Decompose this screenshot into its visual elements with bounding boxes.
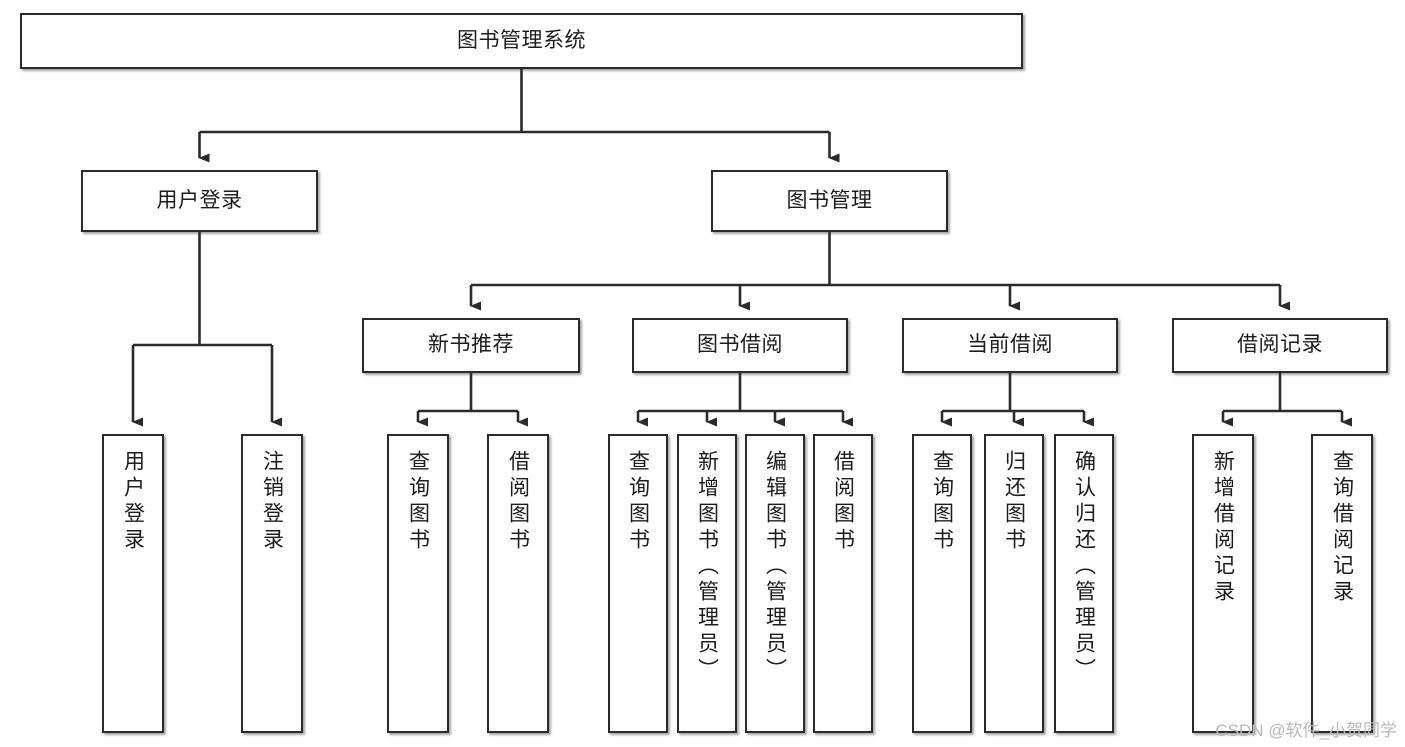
node-leaf-recommend-query-book[interactable]: 查询图书 bbox=[387, 434, 449, 733]
node-leaf-current-confirm-return[interactable]: 确认归还（管理员） bbox=[1054, 434, 1114, 733]
node-label-leaf-borrow-query-book: 查询图书 bbox=[626, 450, 650, 554]
connector-bus-book-manage bbox=[471, 232, 1280, 287]
node-label-leaf-recommend-query-book: 查询图书 bbox=[406, 450, 430, 554]
node-label-borrow-record: 借阅记录 bbox=[1237, 333, 1323, 357]
connector-bus-user-login bbox=[133, 232, 272, 347]
node-label-leaf-record-query-record: 查询借阅记录 bbox=[1330, 450, 1354, 606]
node-label-user-login: 用户登录 bbox=[156, 188, 243, 212]
node-user-login[interactable]: 用户登录 bbox=[81, 170, 318, 232]
node-borrow-record[interactable]: 借阅记录 bbox=[1172, 318, 1388, 373]
node-leaf-current-query-book[interactable]: 查询图书 bbox=[912, 434, 972, 733]
node-label-root: 图书管理系统 bbox=[457, 28, 586, 52]
watermark-text: CSDN @软件_小贺同学 bbox=[1215, 721, 1397, 740]
node-leaf-borrow-borrow-book[interactable]: 借阅图书 bbox=[813, 434, 873, 733]
node-label-leaf-current-return-book: 归还图书 bbox=[1002, 450, 1026, 554]
node-new-book-recommend[interactable]: 新书推荐 bbox=[362, 318, 580, 373]
connector-bus-new-book-recommend bbox=[418, 373, 518, 413]
node-leaf-record-query-record[interactable]: 查询借阅记录 bbox=[1311, 434, 1373, 733]
node-label-leaf-user-login: 用户登录 bbox=[121, 450, 145, 554]
node-label-leaf-borrow-borrow-book: 借阅图书 bbox=[831, 450, 855, 554]
node-label-book-manage: 图书管理 bbox=[786, 188, 873, 212]
node-current-borrow[interactable]: 当前借阅 bbox=[902, 318, 1118, 373]
node-leaf-borrow-add-book[interactable]: 新增图书（管理员） bbox=[677, 434, 737, 733]
node-leaf-user-logout[interactable]: 注销登录 bbox=[241, 434, 303, 733]
node-leaf-current-return-book[interactable]: 归还图书 bbox=[984, 434, 1044, 733]
connector-bus-root bbox=[199, 69, 830, 134]
node-book-manage[interactable]: 图书管理 bbox=[711, 170, 948, 232]
node-label-leaf-borrow-edit-book: 编辑图书（管理员） bbox=[763, 450, 787, 684]
node-label-leaf-record-add-record: 新增借阅记录 bbox=[1211, 450, 1235, 606]
node-label-book-borrow: 图书借阅 bbox=[697, 333, 783, 357]
connector-bus-borrow-record bbox=[1223, 373, 1342, 413]
node-label-leaf-current-query-book: 查询图书 bbox=[930, 450, 954, 554]
node-label-leaf-current-confirm-return: 确认归还（管理员） bbox=[1072, 450, 1096, 684]
node-label-leaf-recommend-borrow-book: 借阅图书 bbox=[506, 450, 530, 554]
node-root[interactable]: 图书管理系统 bbox=[20, 13, 1023, 69]
node-leaf-record-add-record[interactable]: 新增借阅记录 bbox=[1192, 434, 1254, 733]
node-label-new-book-recommend: 新书推荐 bbox=[428, 333, 514, 357]
node-leaf-recommend-borrow-book[interactable]: 借阅图书 bbox=[487, 434, 549, 733]
connector-bus-current-borrow bbox=[942, 373, 1084, 413]
node-leaf-borrow-edit-book[interactable]: 编辑图书（管理员） bbox=[745, 434, 805, 733]
node-label-leaf-borrow-add-book: 新增图书（管理员） bbox=[695, 450, 719, 684]
node-label-current-borrow: 当前借阅 bbox=[967, 333, 1053, 357]
node-book-borrow[interactable]: 图书借阅 bbox=[632, 318, 848, 373]
connector-bus-book-borrow bbox=[638, 373, 843, 413]
node-leaf-user-login[interactable]: 用户登录 bbox=[102, 434, 164, 733]
node-leaf-borrow-query-book[interactable]: 查询图书 bbox=[608, 434, 668, 733]
node-label-leaf-user-logout: 注销登录 bbox=[260, 450, 284, 554]
